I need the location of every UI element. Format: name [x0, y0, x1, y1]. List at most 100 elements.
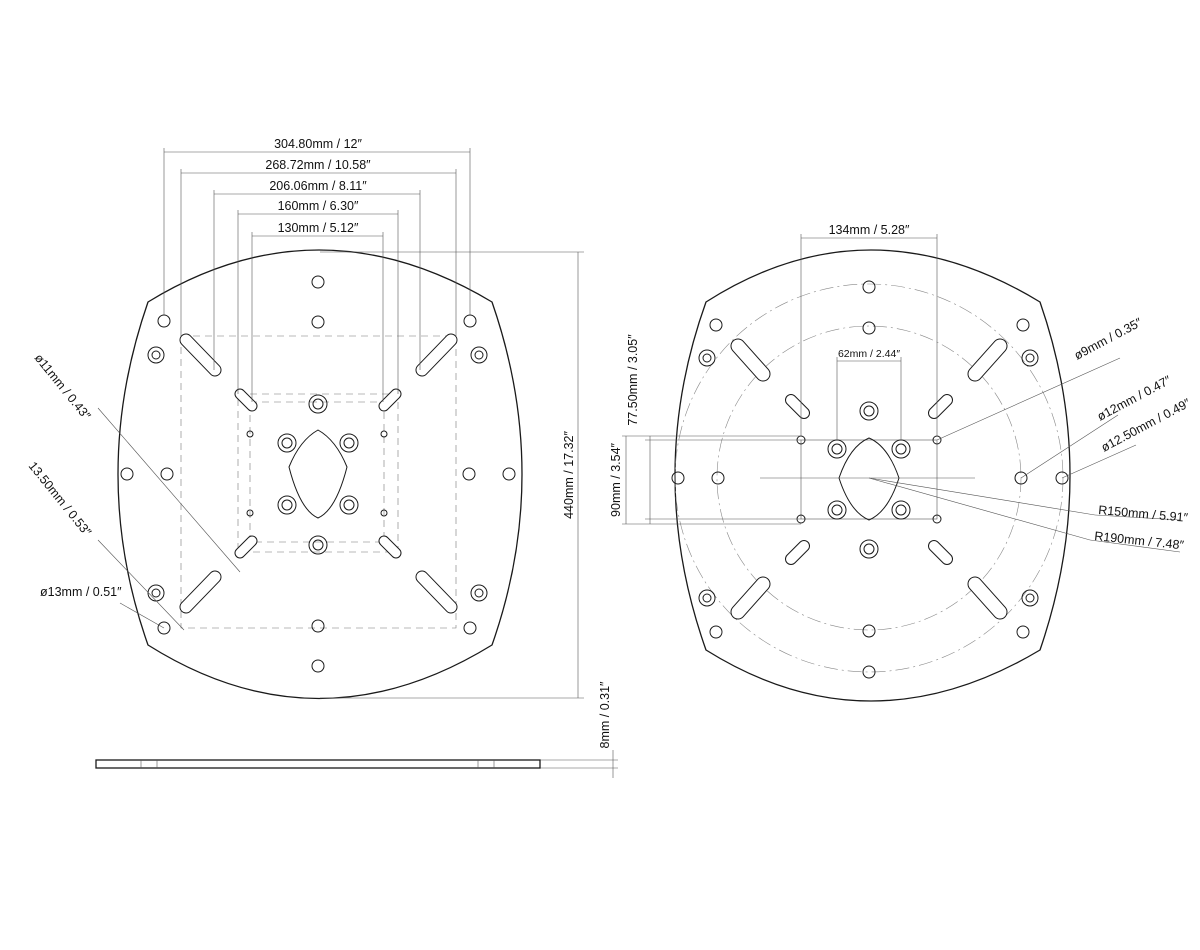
left-corner-hole-tl — [157, 314, 171, 328]
left-small-hole-2 — [380, 430, 388, 438]
left-center-cbore-bottom-inner — [312, 539, 324, 551]
left-cbore-hole-tr-outer — [470, 346, 488, 364]
right-cbore-tl-inner — [702, 353, 712, 363]
dim-label-160: 160mm / 6.30″ — [278, 199, 359, 213]
side-view — [95, 759, 541, 769]
left-dimension-lines — [97, 148, 618, 778]
side-view-bar — [95, 759, 541, 769]
left-corner-hole-bl — [157, 621, 171, 635]
left-center-cbore-3-outer — [277, 495, 297, 515]
left-cbore-hole-bl-outer — [147, 584, 165, 602]
right-center-cbore-top-outer — [859, 401, 879, 421]
left-center-cbore-3-inner — [281, 499, 293, 511]
right-center-cbore-1-inner — [831, 443, 843, 455]
right-corner-hole-tl — [709, 318, 723, 332]
right-axis-hole-left-2 — [711, 471, 725, 485]
right-cbore-bl-inner — [702, 593, 712, 603]
left-center-cbore-top-outer — [308, 394, 328, 414]
dim-label-90: 90mm / 3.54″ — [609, 442, 623, 516]
left-small-hole-4 — [380, 509, 388, 517]
right-corner-hole-bl — [709, 625, 723, 639]
right-cbore-tl-outer — [698, 349, 716, 367]
right-cbore-br-outer — [1021, 589, 1039, 607]
dim-label-7750: 77.50mm / 3.05″ — [626, 334, 640, 426]
left-center-cbore-2-inner — [343, 437, 355, 449]
right-axis-hole-bottom-2 — [862, 665, 876, 679]
right-center-cbore-4-inner — [895, 504, 907, 516]
left-axis-hole-left-2 — [160, 467, 174, 481]
dim-label-268: 268.72mm / 10.58″ — [265, 158, 371, 172]
left-axis-hole-bottom-2 — [311, 659, 325, 673]
left-center-cbore-1-inner — [281, 437, 293, 449]
left-small-hole-3 — [246, 509, 254, 517]
dim-label-slot-1350: 13.50mm / 0.53″ — [26, 459, 95, 539]
right-axis-hole-left-1 — [671, 471, 685, 485]
left-cbore-hole-tl-inner — [151, 350, 161, 360]
dim-label-130: 130mm / 5.12″ — [278, 221, 359, 235]
left-cbore-hole-tl-outer — [147, 346, 165, 364]
left-axis-hole-top-2 — [311, 315, 325, 329]
right-axis-hole-right-1 — [1014, 471, 1028, 485]
right-axis-hole-right-2 — [1055, 471, 1069, 485]
left-center-cbore-2-outer — [339, 433, 359, 453]
left-cbore-hole-br-inner — [474, 588, 484, 598]
right-cbore-br-inner — [1025, 593, 1035, 603]
left-center-cbore-4-outer — [339, 495, 359, 515]
left-center-cbore-bottom-outer — [308, 535, 328, 555]
right-center-cbore-bottom-inner — [863, 543, 875, 555]
left-axis-hole-top-1 — [311, 275, 325, 289]
right-corner-hole-br — [1016, 625, 1030, 639]
right-dimension-lines — [622, 234, 1181, 553]
left-small-hole-1 — [246, 430, 254, 438]
dim-label-440: 440mm / 17.32″ — [562, 431, 576, 519]
dim-label-thickness: 8mm / 0.31″ — [598, 681, 612, 749]
left-plate — [97, 148, 618, 778]
right-plate — [622, 234, 1181, 702]
dim-label-62: 62mm / 2.44″ — [838, 348, 900, 360]
dim-label-radius-190: R190mm / 7.48″ — [1094, 529, 1185, 552]
dim-label-134: 134mm / 5.28″ — [829, 223, 910, 237]
left-ref-rect-mid — [237, 393, 399, 553]
dim-label-hole-13: ø13mm / 0.51″ — [40, 585, 122, 599]
right-center-cbore-bottom-outer — [859, 539, 879, 559]
right-center-cbore-1-outer — [827, 439, 847, 459]
dim-label-206: 206.06mm / 8.11″ — [269, 179, 367, 193]
right-ref-circle-190 — [674, 283, 1064, 673]
left-axis-hole-bottom-1 — [311, 619, 325, 633]
left-corner-hole-tr — [463, 314, 477, 328]
left-cbore-hole-br-outer — [470, 584, 488, 602]
right-plate-outline — [674, 249, 1071, 702]
left-ref-rect-outer — [180, 335, 457, 629]
right-center-cbore-2-inner — [895, 443, 907, 455]
right-axis-hole-bottom-1 — [862, 624, 876, 638]
right-center-cbore-3-inner — [831, 504, 843, 516]
dim-label-304: 304.80mm / 12″ — [274, 137, 362, 151]
left-plate-outline — [117, 249, 523, 700]
left-labels: 304.80mm / 12″ 268.72mm / 10.58″ 206.06m… — [26, 137, 612, 748]
right-cbore-tr-outer — [1021, 349, 1039, 367]
right-corner-hole-tr — [1016, 318, 1030, 332]
left-corner-hole-br — [463, 621, 477, 635]
left-axis-hole-right-2 — [502, 467, 516, 481]
right-9mm-hole-4 — [932, 514, 942, 524]
right-center-cbore-2-outer — [891, 439, 911, 459]
right-center-cbore-top-inner — [863, 405, 875, 417]
left-ref-rect-inner — [249, 401, 385, 543]
right-ref-rect — [800, 439, 938, 520]
left-axis-hole-right-1 — [462, 467, 476, 481]
left-center-cbore-1-outer — [277, 433, 297, 453]
right-cbore-bl-outer — [698, 589, 716, 607]
dim-label-hole-11: ø11mm / 0.43″ — [32, 351, 94, 423]
right-axis-hole-top-1 — [862, 280, 876, 294]
left-center-cbore-top-inner — [312, 398, 324, 410]
right-center-cbore-4-outer — [891, 500, 911, 520]
left-center-cbore-4-inner — [343, 499, 355, 511]
right-center-cbore-3-outer — [827, 500, 847, 520]
right-axis-hole-top-2 — [862, 321, 876, 335]
right-cbore-tr-inner — [1025, 353, 1035, 363]
left-axis-hole-left-1 — [120, 467, 134, 481]
left-cbore-hole-tr-inner — [474, 350, 484, 360]
right-center-cutout — [838, 437, 900, 521]
left-center-cutout — [288, 429, 348, 519]
